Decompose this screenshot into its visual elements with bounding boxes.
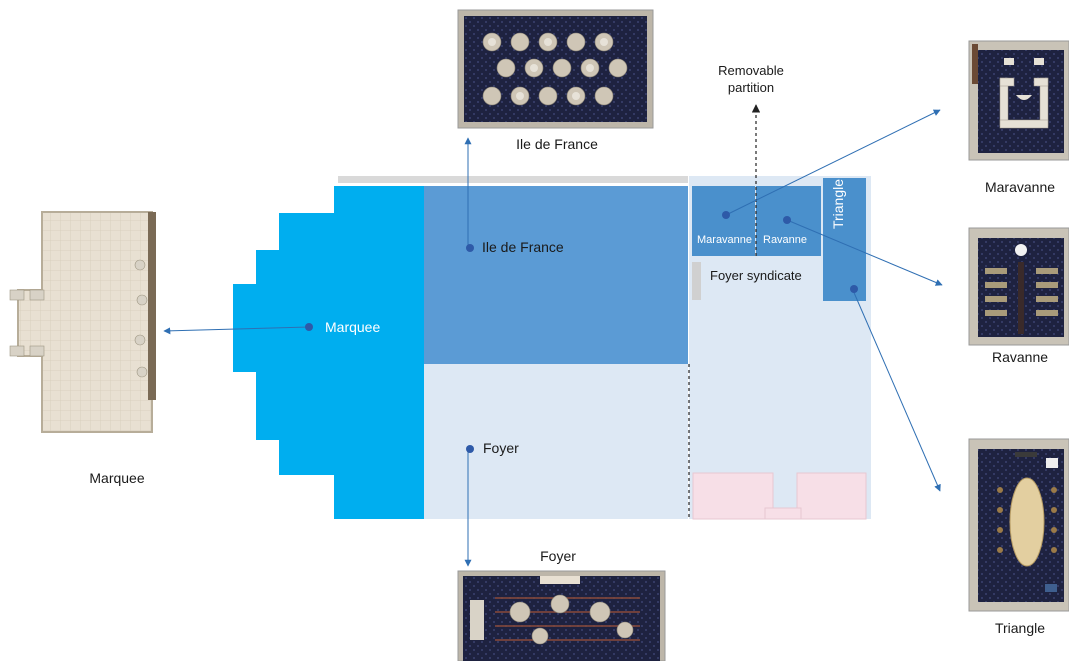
thumbnail-triangle[interactable]	[968, 438, 1069, 612]
caption-triangle: Triangle	[994, 620, 1046, 636]
arrow-maravanne	[725, 109, 941, 216]
thumbnail-maravanne[interactable]	[968, 40, 1069, 161]
caption-ravanne: Ravanne	[991, 349, 1049, 365]
dot-maravanne	[722, 211, 730, 219]
room-triangle[interactable]	[823, 178, 866, 301]
floor-plan	[233, 104, 871, 520]
dot-triangle	[850, 285, 858, 293]
label-marquee: Marquee	[325, 319, 381, 335]
dot-marquee	[305, 323, 313, 331]
label-foyer: Foyer	[483, 440, 519, 456]
arrow-ravanne	[786, 219, 943, 286]
foyer-area	[424, 364, 688, 519]
label-ile-de-france: Ile de France	[482, 239, 564, 255]
thumbnail-ravanne[interactable]	[968, 227, 1069, 346]
service-block	[692, 262, 701, 300]
caption-maravanne: Maravanne	[984, 179, 1056, 195]
caption-ile-de-france: Ile de France	[516, 136, 598, 152]
thumbnail-foyer[interactable]	[457, 570, 666, 661]
label-maravanne: Maravanne	[697, 234, 753, 246]
pink-zone-left	[692, 472, 774, 520]
caption-marquee: Marquee	[89, 470, 145, 486]
wall-top	[338, 176, 688, 183]
label-triangle: Triangle	[830, 178, 846, 230]
location-dots	[305, 211, 858, 453]
label-removable-partition: Removable partition	[718, 63, 784, 95]
dot-foyer	[466, 445, 474, 453]
dot-ile-de-france	[466, 244, 474, 252]
label-ravanne: Ravanne	[763, 234, 808, 246]
arrow-marquee	[163, 326, 310, 335]
room-marquee[interactable]	[233, 186, 424, 519]
pink-zone-mid	[764, 507, 802, 520]
dot-ravanne	[783, 216, 791, 224]
arrow-triangle	[851, 287, 941, 492]
label-foyer-syndicate: Foyer syndicate	[710, 268, 802, 283]
room-ile-de-france[interactable]	[424, 186, 688, 364]
thumbnail-ile-de-france[interactable]	[457, 9, 654, 129]
thumbnail-marquee[interactable]	[9, 211, 156, 433]
pink-zone-right	[796, 472, 867, 520]
caption-foyer: Foyer	[540, 548, 576, 564]
connector-arrows	[163, 109, 943, 567]
room-maravanne[interactable]	[692, 186, 755, 256]
